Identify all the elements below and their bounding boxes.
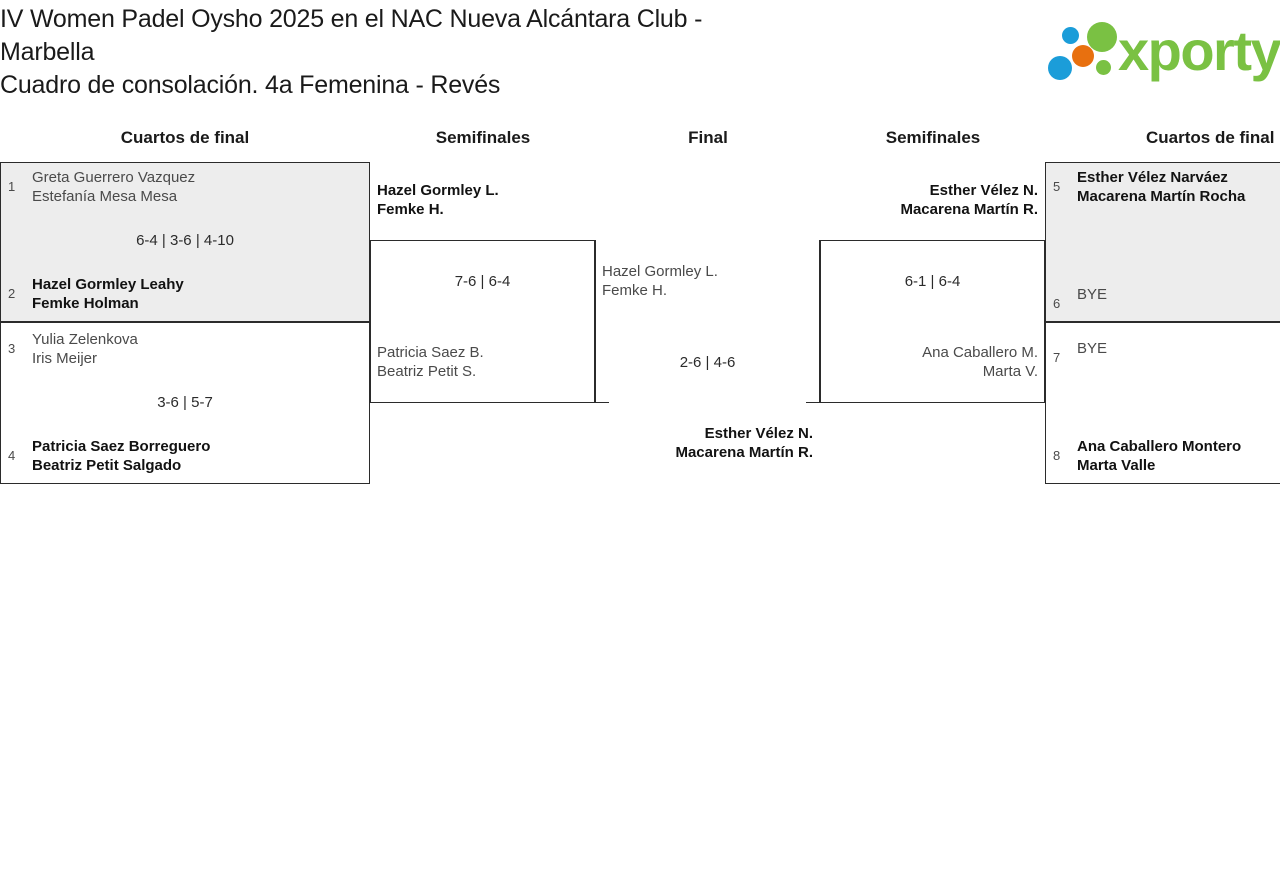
- team-right-sf-top[interactable]: Esther Vélez N. Macarena Martín R.: [823, 181, 1038, 219]
- logo-dot-green-large: [1087, 22, 1117, 52]
- match-box-left-qf-1[interactable]: [0, 162, 370, 322]
- team-left-sf-top[interactable]: Hazel Gormley L. Femke H.: [377, 181, 592, 219]
- final-connector-left: [595, 402, 609, 403]
- seed-number-1: 1: [8, 179, 16, 194]
- player-name: Patricia Saez B.: [377, 344, 484, 361]
- logo-dots-icon: [1048, 20, 1120, 82]
- bracket-subtitle: Cuadro de consolación. 4a Femenina - Rev…: [0, 71, 501, 99]
- player-name: Iris Meijer: [32, 350, 98, 367]
- player-name: Marta Valle: [1077, 457, 1156, 474]
- match-box-final[interactable]: [595, 240, 820, 403]
- logo-dot-blue-small: [1062, 27, 1079, 44]
- team-seed-4[interactable]: 4 Patricia Saez Borreguero Beatriz Petit…: [8, 437, 358, 475]
- team-seed-6[interactable]: 6 BYE: [1053, 285, 1280, 311]
- team-seed-3[interactable]: 3 Yulia Zelenkova Iris Meijer: [8, 330, 358, 368]
- player-name: Hazel Gormley Leahy: [32, 276, 184, 293]
- logo-dot-green-small: [1096, 60, 1111, 75]
- player-name: BYE: [1077, 286, 1108, 303]
- team-seed-1[interactable]: 1 Greta Guerrero Vazquez Estefanía Mesa …: [8, 168, 358, 206]
- score-final: 2-6 | 4-6: [679, 354, 736, 371]
- match-box-right-qf-1[interactable]: [1045, 162, 1280, 322]
- team-seed-2[interactable]: 2 Hazel Gormley Leahy Femke Holman: [8, 275, 358, 313]
- seed-number-3: 3: [8, 341, 16, 356]
- seed-number-2: 2: [8, 286, 16, 301]
- player-name: Beatriz Petit S.: [377, 363, 477, 380]
- xporty-logo[interactable]: xporty: [1048, 19, 1280, 82]
- round-header-quarterfinals-left: Cuartos de final: [120, 128, 250, 147]
- player-name: Greta Guerrero Vazquez: [32, 169, 196, 186]
- player-name: Hazel Gormley L.: [377, 182, 499, 199]
- team-left-sf-bottom[interactable]: Patricia Saez B. Beatriz Petit S.: [377, 343, 592, 381]
- player-name: Femke Holman: [32, 295, 139, 312]
- match-box-left-semifinal[interactable]: [370, 240, 595, 403]
- score-left-qf-2: 3-6 | 5-7: [157, 394, 213, 411]
- player-name: Macarena Martín R.: [675, 444, 813, 461]
- player-name: Marta V.: [982, 363, 1038, 380]
- player-name: Ana Caballero M.: [922, 344, 1038, 361]
- player-name: Esther Vélez Narváez: [1077, 169, 1228, 186]
- final-connector-right: [806, 402, 820, 403]
- team-seed-7[interactable]: 7 BYE: [1053, 339, 1280, 365]
- team-final-top[interactable]: Hazel Gormley L. Femke H.: [602, 262, 812, 300]
- round-header-semifinals-left: Semifinales: [435, 128, 531, 147]
- seed-number-7: 7: [1053, 350, 1061, 365]
- player-name: Esther Vélez N.: [704, 425, 813, 442]
- player-name: Patricia Saez Borreguero: [32, 438, 211, 455]
- tournament-title-block: IV Women Padel Oysho 2025 en el NAC Nuev…: [0, 3, 880, 102]
- match-box-right-qf-2[interactable]: [1045, 322, 1280, 484]
- logo-dot-blue-large: [1048, 56, 1072, 80]
- round-header-final: Final: [688, 128, 728, 147]
- score-left-semifinal: 7-6 | 6-4: [454, 273, 511, 290]
- player-name: Macarena Martín Rocha: [1077, 188, 1246, 205]
- round-header-quarterfinals-right: Cuartos de final: [1146, 128, 1275, 147]
- seed-number-5: 5: [1053, 179, 1061, 194]
- player-name: Macarena Martín R.: [900, 201, 1038, 218]
- team-seed-8[interactable]: 8 Ana Caballero Montero Marta Valle: [1053, 437, 1280, 475]
- player-name: Yulia Zelenkova: [32, 331, 138, 348]
- page-header: IV Women Padel Oysho 2025 en el NAC Nuev…: [0, 0, 1280, 112]
- player-name: Femke H.: [377, 201, 444, 218]
- score-right-semifinal: 6-1 | 6-4: [904, 273, 961, 290]
- player-name: Hazel Gormley L.: [602, 263, 718, 280]
- tournament-title-line-2: Marbella: [0, 38, 95, 66]
- logo-wordmark: xporty: [1118, 19, 1280, 82]
- round-header-semifinals-right: Semifinales: [885, 128, 981, 147]
- team-seed-5[interactable]: 5 Esther Vélez Narváez Macarena Martín R…: [1053, 168, 1280, 206]
- player-name: Femke H.: [602, 282, 668, 299]
- seed-number-6: 6: [1053, 296, 1061, 311]
- seed-number-8: 8: [1053, 448, 1061, 463]
- match-box-right-semifinal[interactable]: [820, 240, 1045, 403]
- team-right-sf-bottom[interactable]: Ana Caballero M. Marta V.: [823, 343, 1038, 381]
- logo-dot-orange: [1072, 45, 1094, 67]
- player-name: Esther Vélez N.: [929, 182, 1038, 199]
- match-box-left-qf-2[interactable]: [0, 322, 370, 484]
- player-name: BYE: [1077, 340, 1108, 357]
- seed-number-4: 4: [8, 448, 16, 463]
- player-name: Ana Caballero Montero: [1077, 438, 1242, 455]
- player-name: Estefanía Mesa Mesa: [32, 188, 178, 205]
- score-left-qf-1: 6-4 | 3-6 | 4-10: [136, 232, 234, 249]
- tournament-title-line-1: IV Women Padel Oysho 2025 en el NAC Nuev…: [0, 5, 703, 33]
- team-final-champion[interactable]: Esther Vélez N. Macarena Martín R.: [600, 424, 813, 462]
- player-name: Beatriz Petit Salgado: [32, 457, 182, 474]
